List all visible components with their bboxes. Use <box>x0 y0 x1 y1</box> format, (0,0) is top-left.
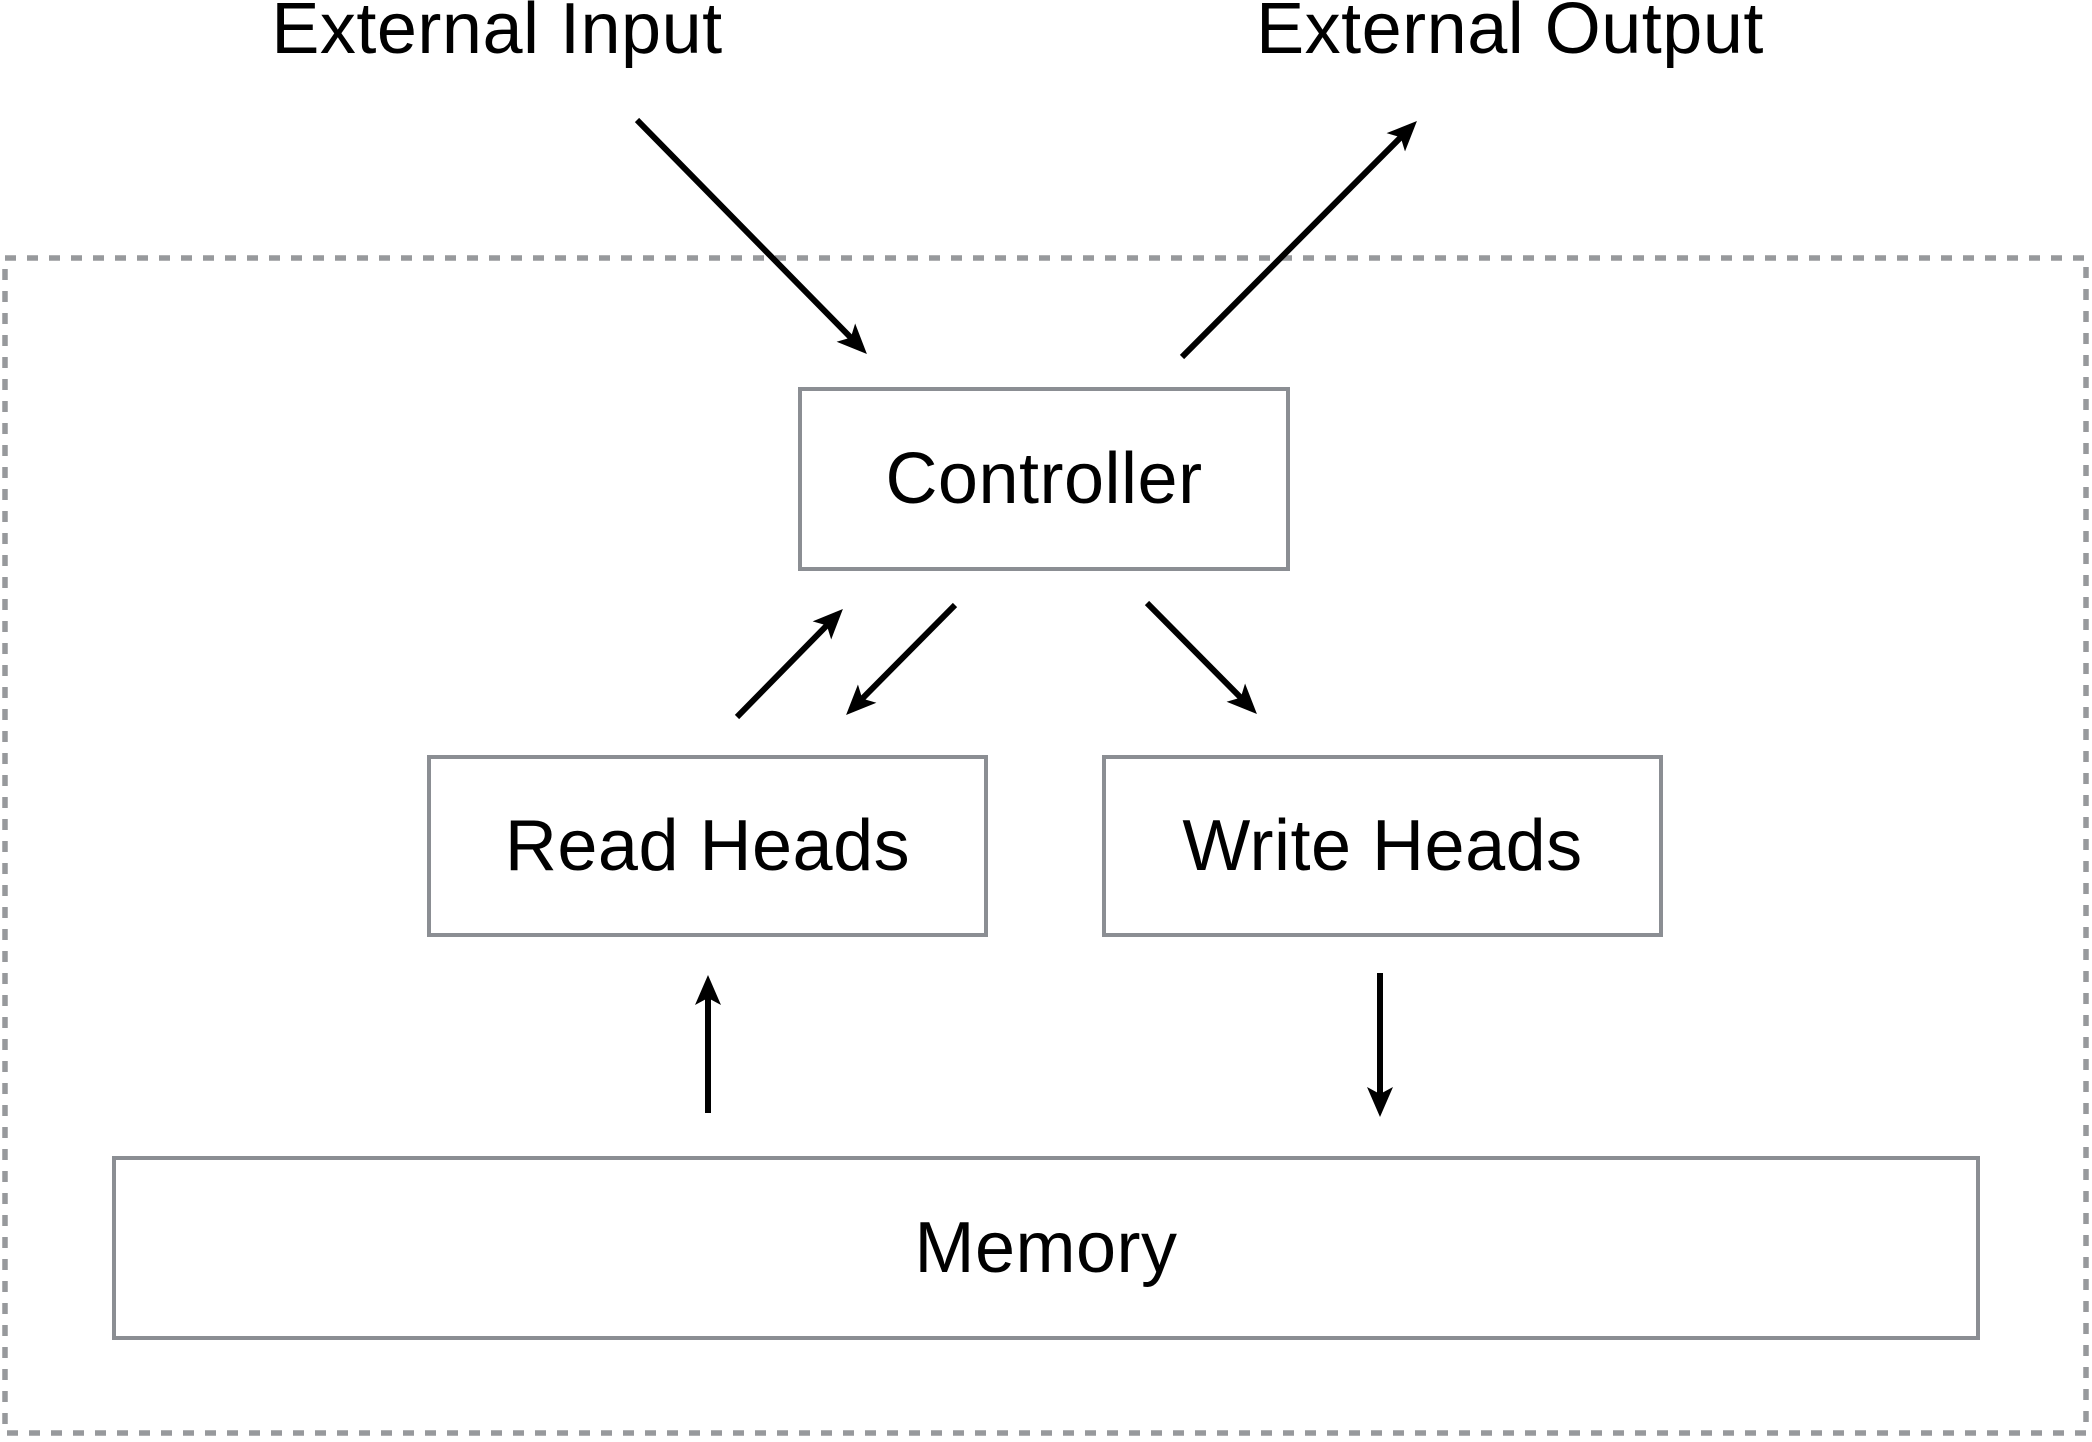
external-input-label: External Input <box>271 0 723 69</box>
node-read-heads: Read Heads <box>427 755 988 937</box>
arrow-controller-to-external-output <box>1179 121 1417 360</box>
node-controller: Controller <box>798 387 1290 571</box>
arrow-external-input-to-controller <box>634 117 867 354</box>
arrow-read-heads-to-controller <box>734 609 843 720</box>
node-read-heads-label: Read Heads <box>504 806 911 886</box>
node-memory: Memory <box>112 1156 1980 1340</box>
node-write-heads: Write Heads <box>1102 755 1663 937</box>
node-controller-label: Controller <box>885 439 1203 519</box>
node-write-heads-label: Write Heads <box>1182 806 1583 886</box>
external-output-label: External Output <box>1256 0 1764 69</box>
arrow-controller-to-write-heads <box>1144 600 1257 714</box>
node-memory-label: Memory <box>914 1208 1178 1288</box>
arrow-controller-to-read-heads <box>846 602 958 715</box>
